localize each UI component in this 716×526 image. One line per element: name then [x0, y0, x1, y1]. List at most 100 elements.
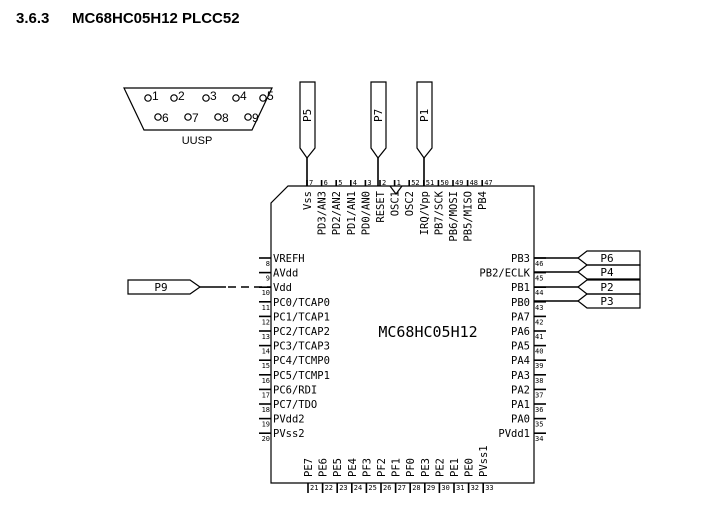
pin-label-pc0-tcap0: PC0/TCAP0 — [273, 297, 330, 309]
pin-label-pb4: PB4 — [477, 191, 489, 210]
pin-number-49: 49 — [455, 179, 463, 187]
pin-number-26: 26 — [383, 484, 391, 492]
pin-label-pc7-tdo: PC7/TDO — [273, 399, 317, 411]
pin-label-pb3: PB3 — [511, 253, 530, 265]
probe-p5: P5 — [299, 81, 316, 186]
pin-number-5: 5 — [338, 179, 342, 187]
pin-label-pe3: PE3 — [420, 458, 432, 477]
connector-pin-number: 8 — [222, 111, 229, 125]
right-pin-column: 46PB345PB2/ECLK44PB143PB042PA741PA640PA5… — [479, 253, 546, 443]
pin-number-32: 32 — [471, 484, 479, 492]
pin-label-pa3: PA3 — [511, 370, 530, 382]
pin-number-39: 39 — [535, 362, 543, 370]
pin-number-37: 37 — [535, 391, 543, 399]
probe-p7: P7 — [370, 81, 387, 186]
pin-label-pe1: PE1 — [449, 458, 461, 477]
pin-label-pb6-mosi: PB6/MOSI — [448, 191, 460, 242]
pin-number-46: 46 — [535, 260, 543, 268]
probe-label-p5: P5 — [301, 109, 314, 122]
pin-label-reset: RESET — [375, 190, 387, 222]
probe-label-p2: P2 — [600, 281, 613, 294]
pin-number-18: 18 — [262, 406, 270, 414]
pin-number-12: 12 — [262, 318, 270, 326]
chip-name: MC68HC05H12 — [378, 323, 477, 341]
connector-pin-hole — [170, 94, 178, 102]
pin-label-pa0: PA0 — [511, 414, 530, 426]
pin-number-4: 4 — [353, 179, 357, 187]
pin-number-17: 17 — [262, 391, 270, 399]
pin-label-pb5-miso: PB5/MISO — [463, 191, 475, 242]
chip-body — [270, 185, 535, 484]
pin-label-pb7-sck: PB7/SCK — [433, 190, 445, 235]
pin-label-pc3-tcap3: PC3/TCAP3 — [273, 341, 330, 353]
pin-number-43: 43 — [535, 304, 543, 312]
pin-number-27: 27 — [398, 484, 406, 492]
pin-label-pd3-an3: PD3/AN3 — [317, 191, 329, 235]
pin-number-50: 50 — [440, 179, 448, 187]
connector-pin-number: 6 — [162, 111, 169, 125]
probe-p3: P3 — [534, 293, 641, 309]
pin-label-pb1: PB1 — [511, 282, 530, 294]
pin-label-pc2-tcap2: PC2/TCAP2 — [273, 326, 330, 338]
pin-number-31: 31 — [456, 484, 464, 492]
pin-label-pa2: PA2 — [511, 384, 530, 396]
pin-number-35: 35 — [535, 421, 543, 429]
pin-label-pc1-tcap1: PC1/TCAP1 — [273, 311, 330, 323]
probe-label-p7: P7 — [372, 109, 385, 122]
pin-label-pe2: PE2 — [434, 458, 446, 477]
pin-number-13: 13 — [262, 333, 270, 341]
pin-label-pe5: PE5 — [332, 458, 344, 477]
pin-number-10: 10 — [262, 289, 270, 297]
connector-pin-number: 1 — [152, 89, 159, 103]
pin-number-7: 7 — [309, 179, 313, 187]
probe-label-p6: P6 — [600, 252, 613, 265]
probe-label-p3: P3 — [600, 295, 613, 308]
pin-label-pa1: PA1 — [511, 399, 530, 411]
pin-label-pvss2: PVss2 — [273, 428, 305, 440]
pin-number-2: 2 — [382, 179, 386, 187]
probe-label-p9: P9 — [154, 281, 167, 294]
pin-label-pvdd1: PVdd1 — [498, 428, 530, 440]
pin-number-15: 15 — [262, 362, 270, 370]
section-title: MC68HC05H12 PLCC52 — [72, 10, 240, 27]
pin-label-pe6: PE6 — [318, 458, 330, 477]
top-pin-row: 7Vss6PD3/AN35PD2/AN24PD1/AN13PD0/AN02RES… — [302, 179, 493, 242]
probe-label-p1: P1 — [418, 109, 431, 122]
pin-number-3: 3 — [367, 179, 371, 187]
pin-label-pa5: PA5 — [511, 341, 530, 353]
pin-number-21: 21 — [310, 484, 318, 492]
connector-pin-number: 4 — [240, 89, 247, 103]
pin-number-8: 8 — [266, 260, 270, 268]
pin-number-51: 51 — [426, 179, 434, 187]
pin-number-38: 38 — [535, 377, 543, 385]
pin-number-33: 33 — [485, 484, 493, 492]
pin-label-pe4: PE4 — [347, 458, 359, 477]
pin-number-42: 42 — [535, 318, 543, 326]
pin-number-16: 16 — [262, 377, 270, 385]
pin-label-vdd: Vdd — [273, 282, 292, 294]
pin-label-avdd: AVdd — [273, 268, 298, 280]
pin-label-pc5-tcmp1: PC5/TCMP1 — [273, 370, 330, 382]
connector-label: UUSP — [182, 135, 213, 147]
pin-number-19: 19 — [262, 421, 270, 429]
connector-pin-number: 7 — [192, 111, 199, 125]
pin-label-pa7: PA7 — [511, 311, 530, 323]
probe-p1: P1 — [416, 81, 433, 186]
pin-number-36: 36 — [535, 406, 543, 414]
probe-p4: P4 — [534, 264, 641, 280]
connector-shell — [123, 87, 273, 131]
pin-label-pa4: PA4 — [511, 355, 530, 367]
pin-number-22: 22 — [325, 484, 333, 492]
connector-pin-number: 9 — [252, 111, 259, 125]
probe-p2: P2 — [534, 279, 641, 295]
pin-number-41: 41 — [535, 333, 543, 341]
probe-label-p4: P4 — [600, 266, 614, 279]
pin-number-6: 6 — [324, 179, 328, 187]
pin-number-34: 34 — [535, 435, 543, 443]
connector-pin-hole — [214, 113, 222, 121]
connector-pin-hole — [144, 94, 152, 102]
